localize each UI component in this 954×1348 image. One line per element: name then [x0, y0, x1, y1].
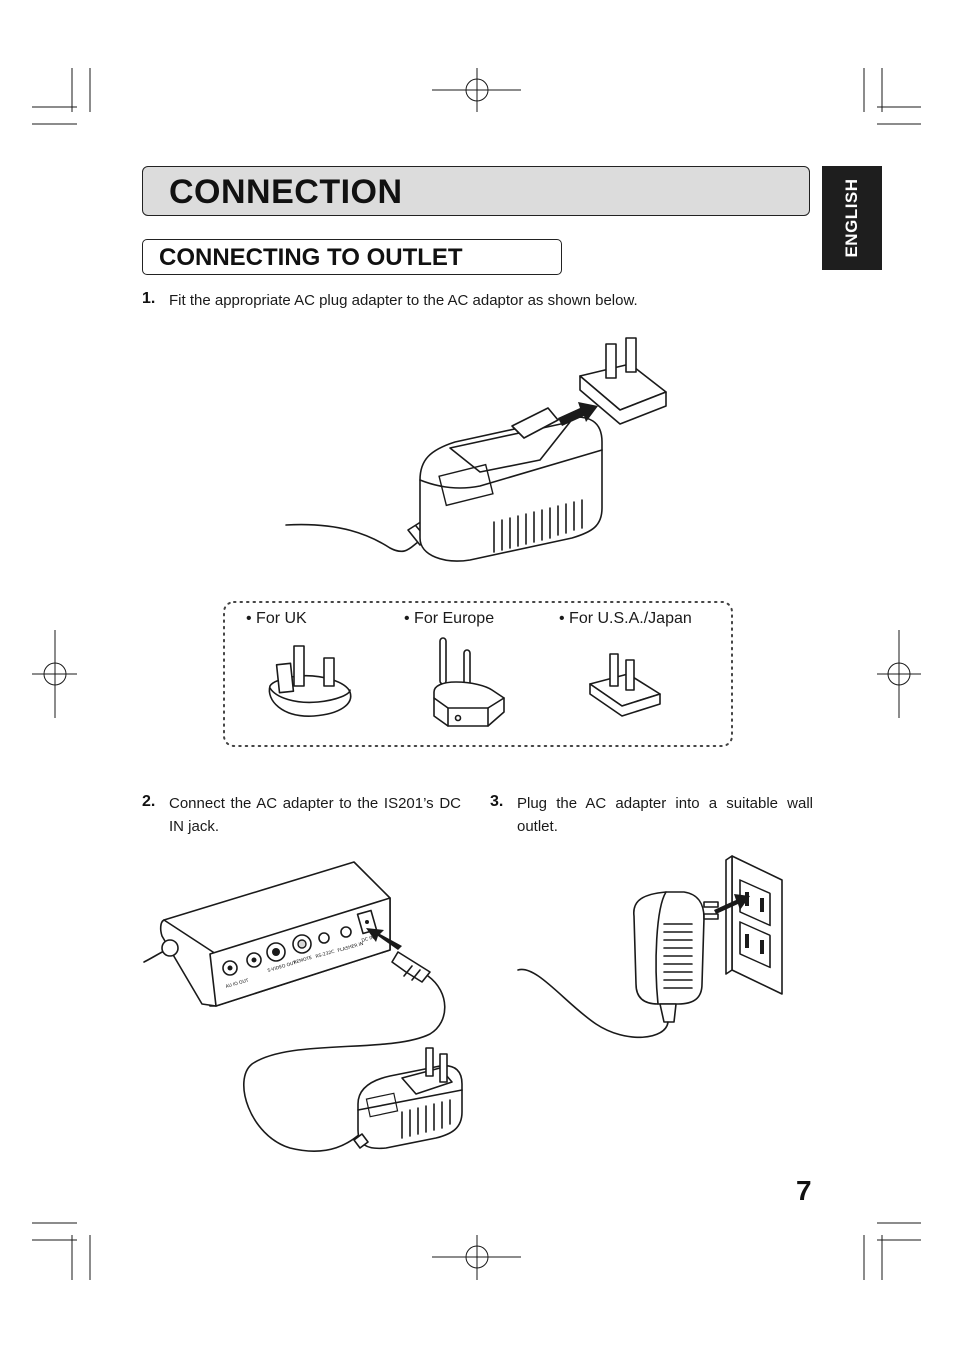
wall-outlet-illustration [517, 855, 783, 1039]
plug-option-europe-label: • For Europe [404, 610, 495, 627]
usa-japan-plug-icon [589, 653, 661, 717]
uk-plug-icon [268, 645, 352, 717]
page-title-box: CONNECTION [142, 166, 810, 216]
panel-label-dc-in: DC IN [361, 935, 375, 944]
section-title-box: CONNECTING TO OUTLET [142, 239, 562, 275]
ac-adaptor-with-plug-illustration [285, 337, 667, 562]
device-connection-illustration: AU IO OUT S-VIDEO OUT REMOTE RS-232C FLA… [143, 861, 463, 1152]
step-1-number: 1. [142, 290, 156, 307]
language-tab: ENGLISH [822, 166, 882, 270]
step-2-text: Connect the AC adapter to the IS201’s DC… [169, 795, 461, 835]
step-3-number: 3. [490, 793, 504, 810]
step-3-text: Plug the AC adapter into a suitable wall… [517, 795, 813, 835]
plug-option-usa-japan-label: • For U.S.A./Japan [559, 610, 692, 627]
panel-label-remote: REMOTE [293, 955, 313, 966]
plug-options-frame [223, 601, 733, 747]
page-title: CONNECTION [169, 173, 403, 211]
step-1-text: Fit the appropriate AC plug adapter to t… [169, 292, 638, 309]
page-number: 7 [796, 1175, 812, 1206]
plug-option-uk-label: • For UK [246, 610, 307, 627]
section-title: CONNECTING TO OUTLET [159, 244, 463, 271]
europe-plug-icon [433, 637, 505, 727]
language-tab-label: ENGLISH [842, 178, 861, 258]
step-2-number: 2. [142, 793, 156, 810]
panel-label-rs232c: RS-232C [315, 949, 335, 960]
